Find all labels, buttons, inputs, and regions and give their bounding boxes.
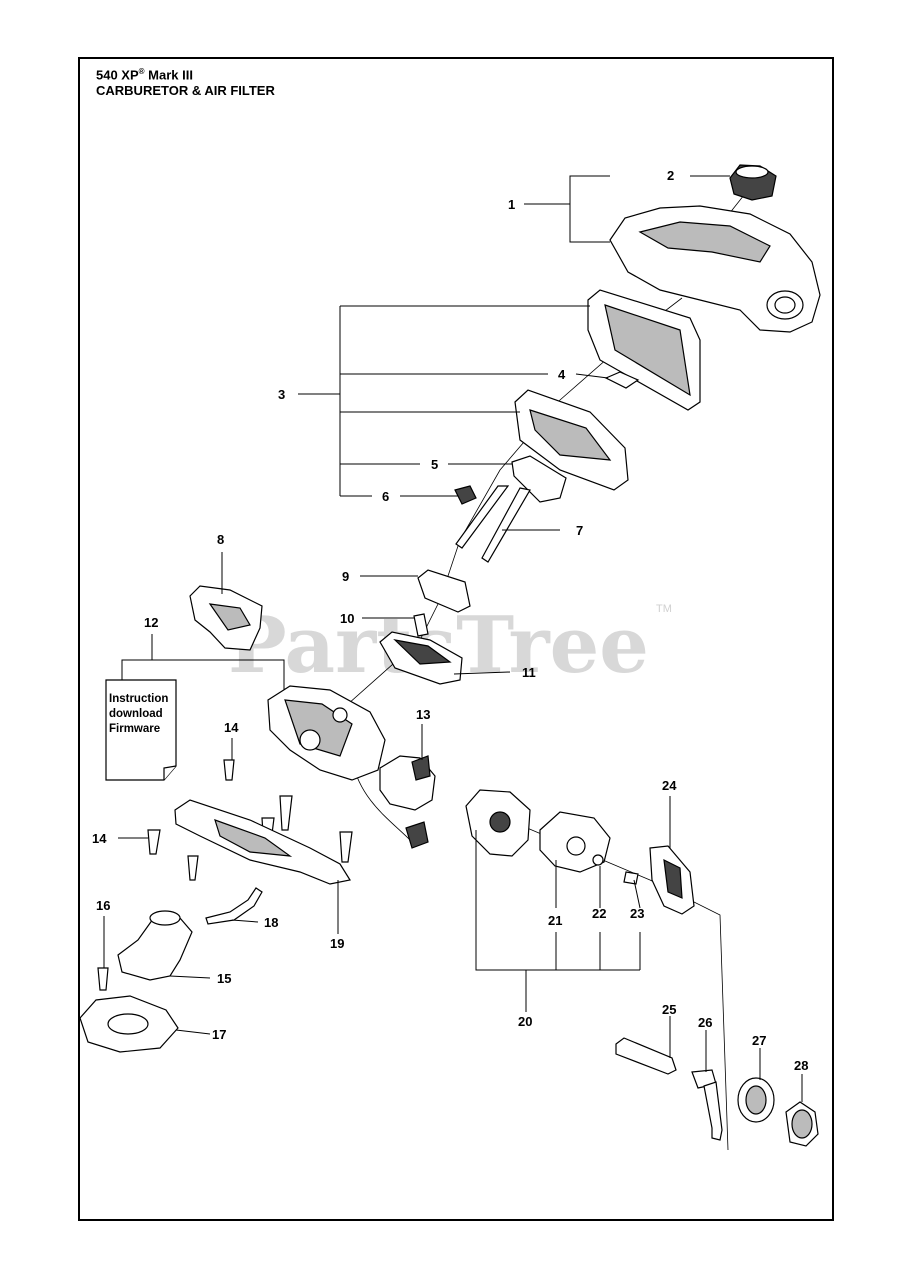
part-3-filter-housing	[587, 289, 701, 411]
callout-17: 17	[212, 1027, 226, 1042]
callout-1: 1	[508, 197, 515, 212]
part-22-washer	[592, 854, 604, 866]
callout-3: 3	[278, 387, 285, 402]
leader-lines	[103, 175, 803, 1102]
callout-14a: 14	[224, 720, 239, 735]
callout-21: 21	[548, 913, 562, 928]
callout-12: 12	[144, 615, 158, 630]
part-19-base-plate	[174, 799, 351, 885]
callout-9: 9	[342, 569, 349, 584]
part-1-filter-cover	[609, 205, 821, 333]
part-5-seal-ring	[511, 455, 567, 503]
part-23-screw	[623, 871, 639, 885]
part-18-hose	[205, 887, 263, 925]
callout-8: 8	[217, 532, 224, 547]
part-20-pump-assembly	[465, 789, 531, 857]
callout-25: 25	[662, 1002, 676, 1017]
callout-10: 10	[340, 611, 354, 626]
note-line-2: download	[109, 708, 163, 720]
callout-23: 23	[630, 906, 644, 921]
part-13-control-module	[351, 755, 436, 849]
watermark-trademark: TM	[656, 603, 672, 615]
drawing-frame	[78, 57, 834, 1221]
part-26-fuel-hose	[691, 1069, 723, 1141]
part-28-primer-bulb	[785, 1101, 819, 1147]
callout-labels: 1 2 3 4 5 6 7 8 9 10 11 12 13 14 14 15 1…	[92, 168, 808, 1073]
axis-line	[519, 824, 729, 1151]
model-name: 540 XP	[96, 67, 139, 83]
callout-11: 11	[522, 665, 536, 680]
registered-mark: ®	[138, 67, 145, 76]
callout-7: 7	[576, 523, 583, 538]
part-24-pump-cover	[649, 845, 695, 915]
callout-27: 27	[752, 1033, 766, 1048]
callout-14b: 14	[92, 831, 107, 846]
note-line-1: Instruction	[109, 693, 168, 705]
part-21-pump-body	[539, 811, 611, 873]
callout-2: 2	[667, 168, 674, 183]
callout-15: 15	[217, 971, 231, 986]
part-17-heat-shield	[79, 995, 179, 1053]
part-12-instruction-sheet: Instruction download Firmware	[105, 679, 177, 781]
callout-26: 26	[698, 1015, 712, 1030]
part-27-primer-cap	[737, 1077, 775, 1123]
part-2-cover-knob	[729, 164, 777, 201]
callout-18: 18	[264, 915, 278, 930]
part-filter-plate	[514, 389, 629, 491]
callout-4: 4	[558, 367, 566, 382]
callout-22: 22	[592, 906, 606, 921]
callout-19: 19	[330, 936, 344, 951]
part-8-bracket	[189, 585, 263, 651]
callout-28: 28	[794, 1058, 808, 1073]
part-15-intake-manifold	[117, 910, 193, 981]
callout-16: 16	[96, 898, 110, 913]
part-6-grommet	[454, 485, 477, 505]
part-4-gasket	[604, 371, 640, 389]
part-25-fuel-hose	[615, 1037, 677, 1075]
callout-24: 24	[662, 778, 677, 793]
part-11-intake-filter	[379, 631, 463, 685]
callout-6: 6	[382, 489, 389, 504]
note-line-3: Firmware	[109, 723, 160, 735]
part-carburetor-body	[267, 685, 386, 781]
page-title: 540 XP® Mark III CARBURETOR & AIR FILTER	[96, 64, 275, 99]
callout-5: 5	[431, 457, 438, 472]
callout-13: 13	[416, 707, 430, 722]
part-10-nipple	[413, 613, 429, 637]
section-title: CARBURETOR & AIR FILTER	[96, 83, 275, 99]
part-9-adapter	[417, 569, 471, 613]
part-16-screw	[97, 967, 109, 991]
callout-20: 20	[518, 1014, 532, 1029]
part-7-bolts	[455, 485, 531, 563]
model-mark: Mark III	[144, 67, 193, 83]
